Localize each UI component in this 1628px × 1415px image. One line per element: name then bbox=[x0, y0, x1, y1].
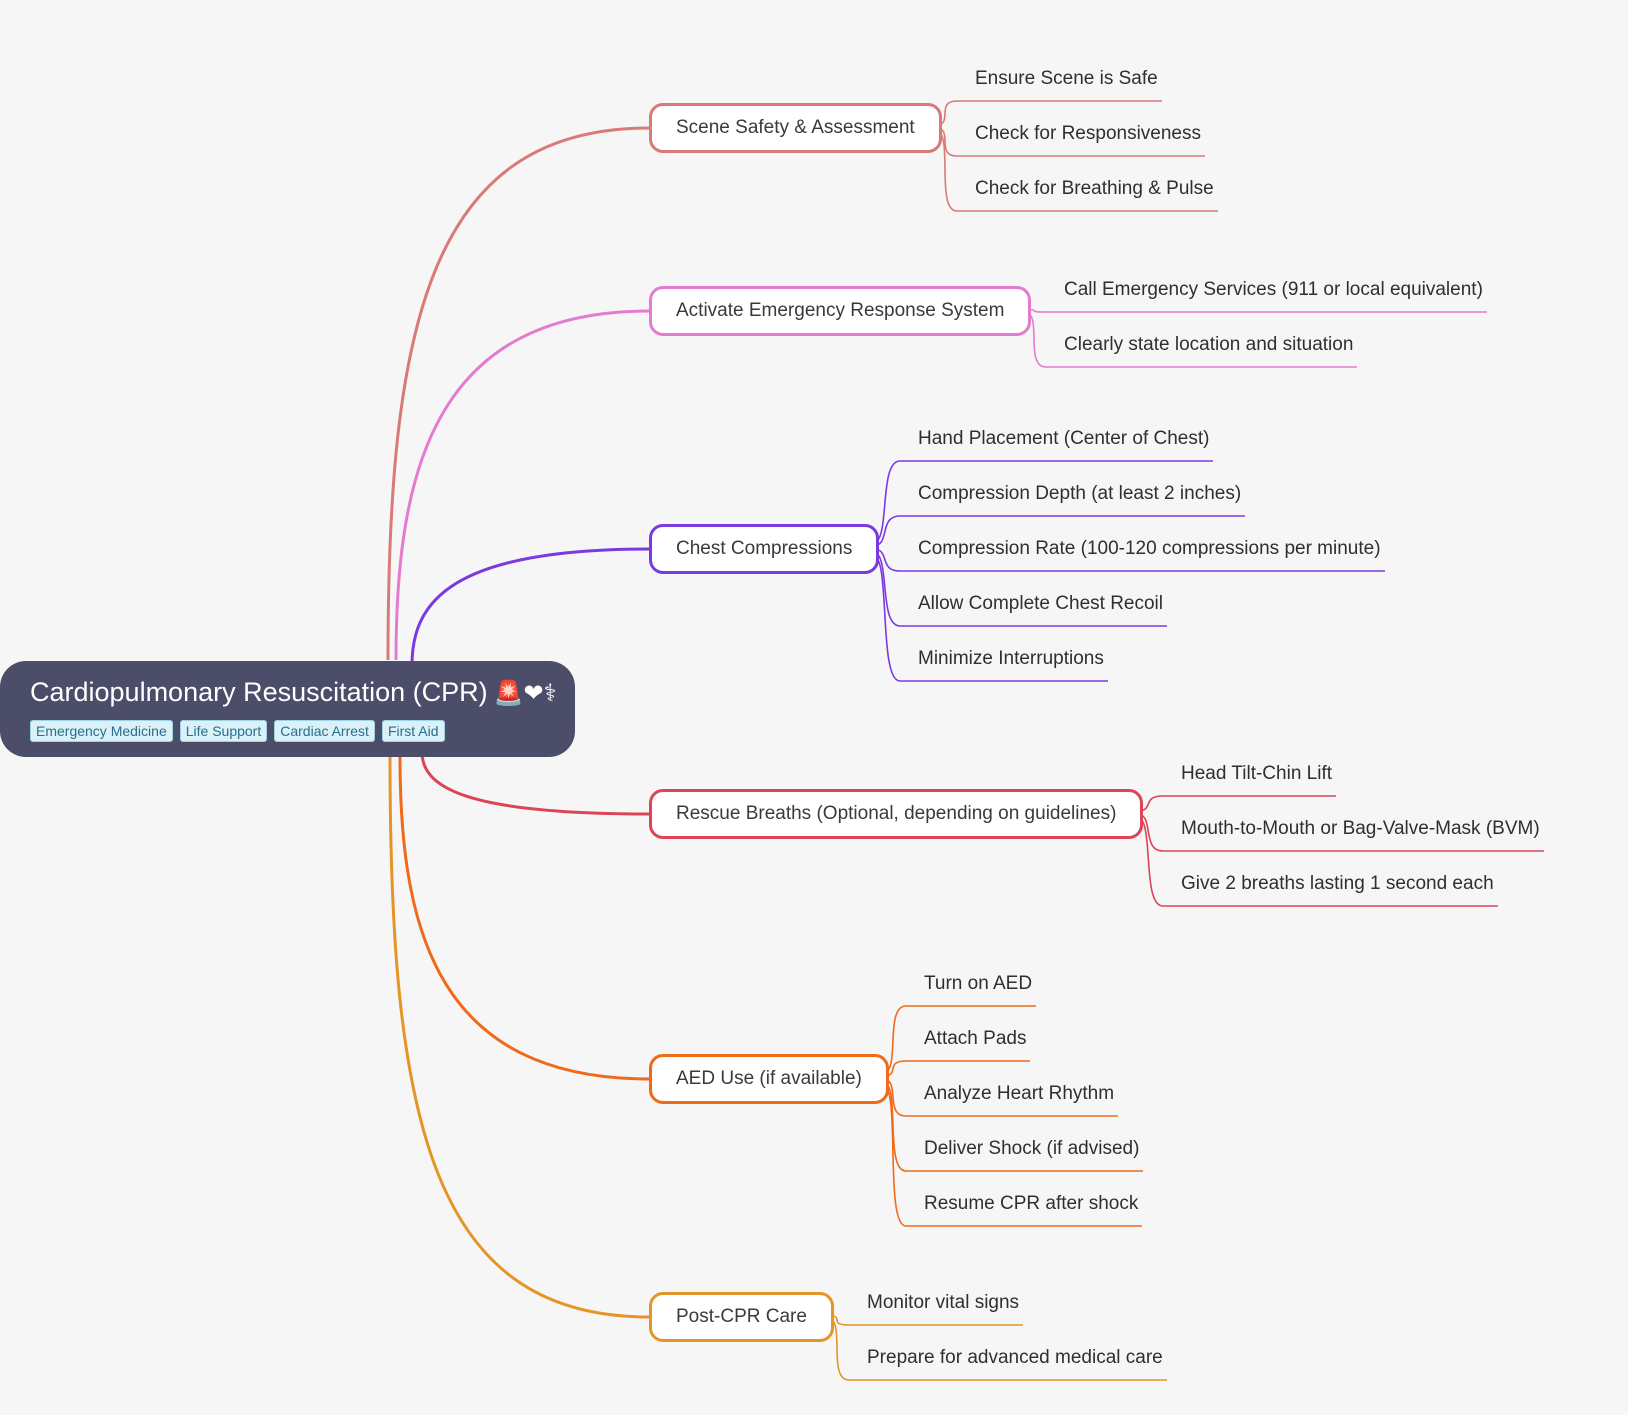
leaf-check-responsiveness[interactable]: Check for Responsiveness bbox=[975, 123, 1201, 144]
leaf-mouth-to-mouth-bvm[interactable]: Mouth-to-Mouth or Bag-Valve-Mask (BVM) bbox=[1181, 818, 1540, 839]
tag-emergency-medicine[interactable]: Emergency Medicine bbox=[30, 720, 173, 742]
connector-branch-4-leaf-1 bbox=[882, 1060, 1030, 1077]
leaf-head-tilt-chin-lift[interactable]: Head Tilt-Chin Lift bbox=[1181, 763, 1333, 784]
leaf-analyze-heart-rhythm[interactable]: Analyze Heart Rhythm bbox=[924, 1083, 1115, 1104]
leaf-monitor-vital-signs[interactable]: Monitor vital signs bbox=[867, 1292, 1020, 1313]
branch-scene-safety[interactable]: Scene Safety & Assessment bbox=[649, 103, 942, 153]
leaf-minimize-interruptions[interactable]: Minimize Interruptions bbox=[918, 648, 1104, 669]
tag-life-support[interactable]: Life Support bbox=[179, 720, 268, 742]
leaf-give-2-breaths[interactable]: Give 2 breaths lasting 1 second each bbox=[1181, 873, 1494, 894]
connector-root-branch-2 bbox=[410, 547, 650, 666]
leaf-call-emergency-services[interactable]: Call Emergency Services (911 or local eq… bbox=[1064, 279, 1483, 300]
leaf-compression-depth[interactable]: Compression Depth (at least 2 inches) bbox=[918, 483, 1242, 504]
root-tags: Emergency Medicine Life Support Cardiac … bbox=[30, 720, 545, 742]
leaf-state-location[interactable]: Clearly state location and situation bbox=[1064, 334, 1354, 355]
leaf-check-breathing-pulse[interactable]: Check for Breathing & Pulse bbox=[975, 178, 1214, 199]
branch-rescue-breaths[interactable]: Rescue Breaths (Optional, depending on g… bbox=[649, 789, 1144, 839]
leaf-attach-pads[interactable]: Attach Pads bbox=[924, 1028, 1027, 1049]
connector-root-branch-1 bbox=[394, 309, 650, 661]
connector-branch-3-leaf-0 bbox=[1136, 795, 1336, 812]
connector-root-branch-5 bbox=[388, 756, 650, 1319]
root-topic[interactable]: Cardiopulmonary Resuscitation (CPR)🚨❤⚕ E… bbox=[0, 661, 575, 757]
root-title-row: Cardiopulmonary Resuscitation (CPR)🚨❤⚕ bbox=[30, 675, 557, 710]
connector-root-branch-3 bbox=[420, 751, 650, 816]
branch-aed-use[interactable]: AED Use (if available) bbox=[649, 1054, 889, 1104]
leaf-resume-cpr[interactable]: Resume CPR after shock bbox=[924, 1193, 1139, 1214]
branch-chest-compressions[interactable]: Chest Compressions bbox=[649, 524, 880, 574]
leaf-chest-recoil[interactable]: Allow Complete Chest Recoil bbox=[918, 593, 1163, 614]
leaf-compression-rate[interactable]: Compression Rate (100-120 compressions p… bbox=[918, 538, 1381, 559]
leaf-ensure-scene-safe[interactable]: Ensure Scene is Safe bbox=[975, 68, 1158, 89]
connector-branch-1-leaf-0 bbox=[1024, 308, 1487, 313]
root-emoji-icons: 🚨❤⚕ bbox=[493, 679, 557, 707]
root-title: Cardiopulmonary Resuscitation (CPR) bbox=[30, 677, 488, 707]
leaf-turn-on-aed[interactable]: Turn on AED bbox=[924, 973, 1033, 994]
branch-activate-emergency-response[interactable]: Activate Emergency Response System bbox=[649, 286, 1032, 336]
leaf-deliver-shock[interactable]: Deliver Shock (if advised) bbox=[924, 1138, 1140, 1159]
leaf-prepare-advanced-care[interactable]: Prepare for advanced medical care bbox=[867, 1347, 1163, 1368]
connector-root-branch-0 bbox=[386, 126, 650, 661]
connector-branch-5-leaf-0 bbox=[827, 1314, 1023, 1326]
leaf-hand-placement[interactable]: Hand Placement (Center of Chest) bbox=[918, 428, 1210, 449]
tag-cardiac-arrest[interactable]: Cardiac Arrest bbox=[274, 720, 375, 742]
connector-root-branch-4 bbox=[398, 756, 650, 1081]
branch-post-cpr-care[interactable]: Post-CPR Care bbox=[649, 1292, 834, 1342]
tag-first-aid[interactable]: First Aid bbox=[381, 720, 445, 742]
